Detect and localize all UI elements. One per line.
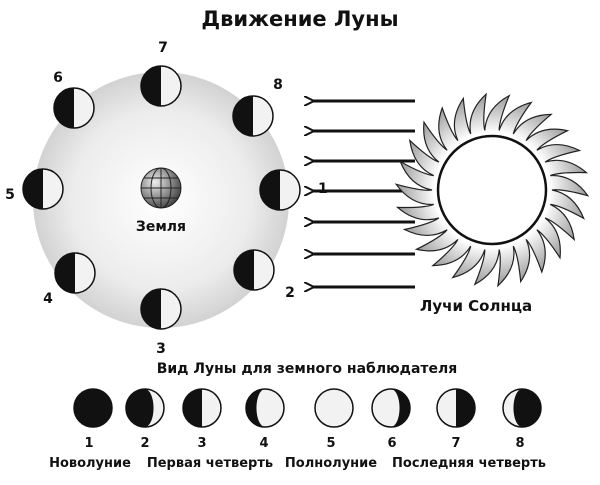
earth-globe-icon xyxy=(140,167,182,209)
earth-label: Земля xyxy=(136,219,186,235)
orbit-moon-4 xyxy=(54,252,96,294)
phase-name-last-quarter: Последняя четверть xyxy=(392,456,546,471)
page-title: Движение Луны xyxy=(201,7,398,31)
phase-row xyxy=(73,388,542,428)
phase-number-6: 6 xyxy=(387,436,396,451)
orbit-number-5: 5 xyxy=(5,187,15,203)
phase-number-8: 8 xyxy=(515,436,524,451)
orbit-number-1: 1 xyxy=(318,181,328,197)
orbit-moon-1 xyxy=(259,169,301,211)
sun-icon xyxy=(394,92,590,288)
phase-moon-4 xyxy=(245,388,285,428)
orbit-moon-8 xyxy=(232,95,274,137)
phase-moon-2 xyxy=(125,388,165,428)
observer-title: Вид Луны для земного наблюдателя xyxy=(157,361,458,377)
sun-ray-arrows xyxy=(313,101,415,287)
orbit-number-2: 2 xyxy=(285,285,295,301)
orbit-number-3: 3 xyxy=(156,341,166,357)
orbit-moons xyxy=(22,65,301,330)
orbit-moon-6 xyxy=(53,87,95,129)
phase-moon-1 xyxy=(73,388,113,428)
orbit-number-6: 6 xyxy=(53,70,63,86)
orbit-number-4: 4 xyxy=(43,291,53,307)
phase-moon-6 xyxy=(371,388,411,428)
phase-name-new-moon: Новолуние xyxy=(49,456,131,471)
orbit-moon-7 xyxy=(140,65,182,107)
orbit-moon-5 xyxy=(22,168,64,210)
orbit-number-8: 8 xyxy=(273,77,283,93)
phase-number-7: 7 xyxy=(451,436,460,451)
phase-number-3: 3 xyxy=(197,436,206,451)
phase-moon-8 xyxy=(502,388,542,428)
phase-number-1: 1 xyxy=(84,436,93,451)
phase-moon-3 xyxy=(182,388,222,428)
phase-number-5: 5 xyxy=(326,436,335,451)
phase-moon-5 xyxy=(314,388,354,428)
sun-label: Лучи Солнца xyxy=(420,297,532,315)
orbit-moon-2 xyxy=(233,249,275,291)
orbit-number-7: 7 xyxy=(158,40,168,56)
phase-number-4: 4 xyxy=(259,436,268,451)
phase-number-2: 2 xyxy=(140,436,149,451)
phase-name-first-quarter: Первая четверть xyxy=(147,456,273,471)
phase-name-full-moon: Полнолуние xyxy=(285,456,377,471)
orbit-moon-3 xyxy=(140,288,182,330)
phase-moon-7 xyxy=(436,388,476,428)
